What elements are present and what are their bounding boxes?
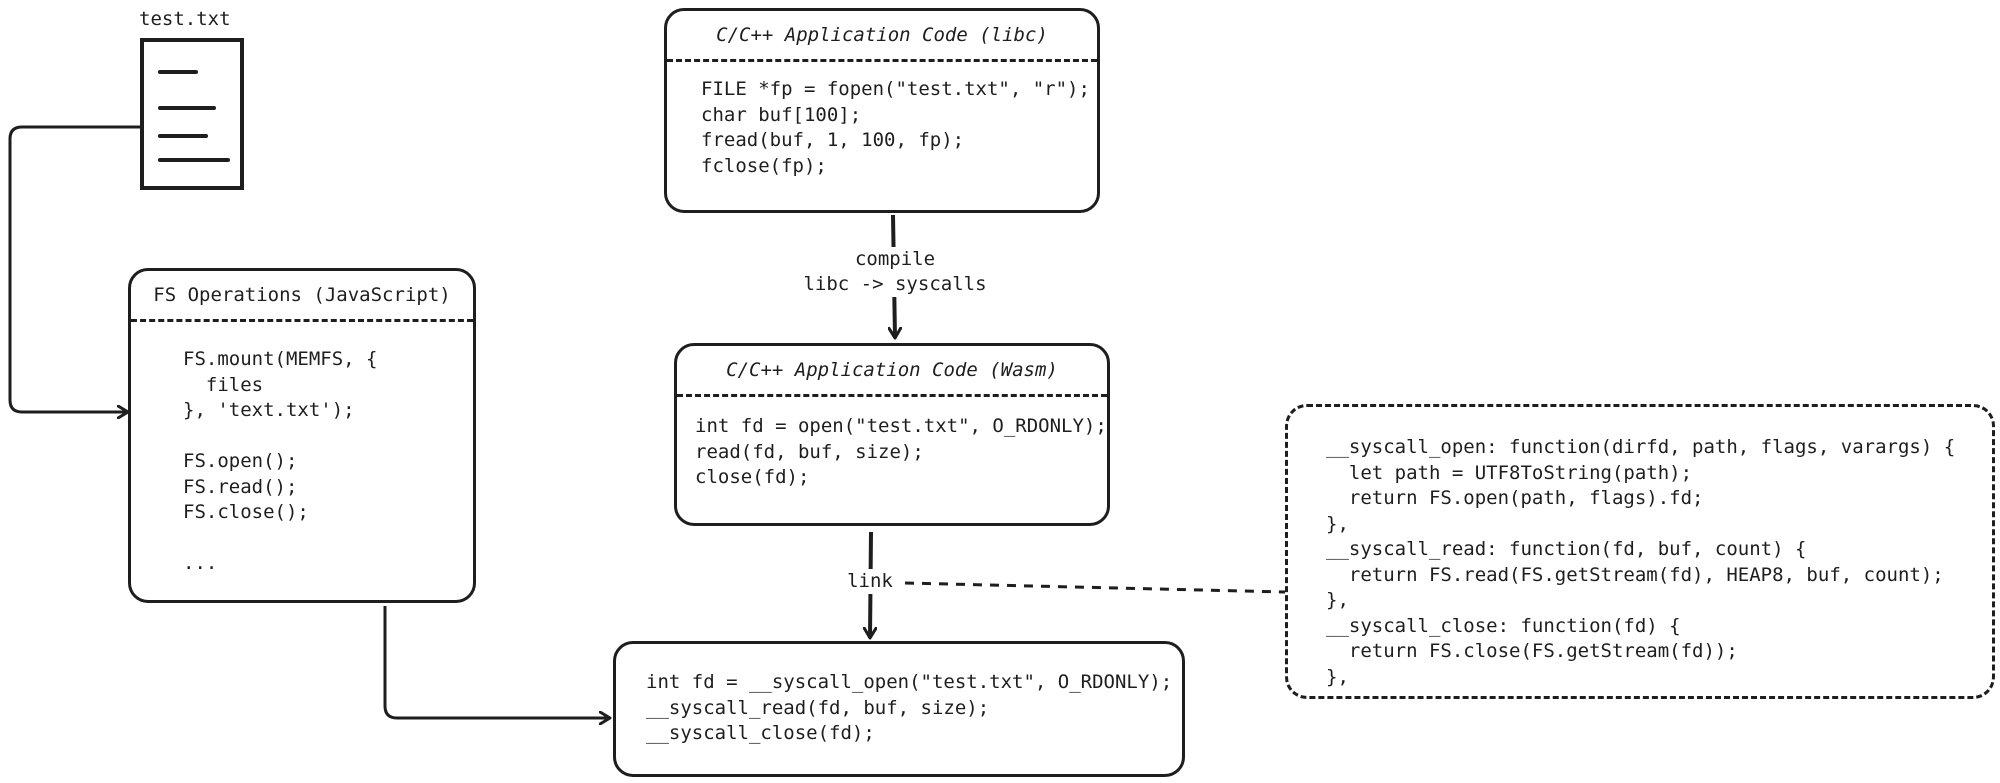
file-icon	[140, 38, 244, 190]
wasm-code-title: C/C++ Application Code (Wasm)	[677, 346, 1107, 397]
syscall-code-block: int fd = __syscall_open("test.txt", O_RD…	[646, 671, 1173, 744]
link-label: link	[842, 569, 898, 594]
libc-code-title: C/C++ Application Code (libc)	[667, 11, 1097, 62]
libc-code-box: C/C++ Application Code (libc) FILE *fp =…	[664, 8, 1100, 213]
fs-operations-box: FS Operations (JavaScript) FS.mount(MEMF…	[128, 268, 476, 603]
syscall-code-box: int fd = __syscall_open("test.txt", O_RD…	[613, 641, 1185, 777]
wasm-code-box: C/C++ Application Code (Wasm) int fd = o…	[674, 343, 1110, 526]
compile-label: compile libc -> syscalls	[800, 247, 990, 297]
link-to-impl-dashed	[904, 581, 1286, 594]
fs-operations-title: FS Operations (JavaScript)	[131, 271, 473, 322]
syscall-js-impl-code: __syscall_open: function(dirfd, path, fl…	[1326, 436, 1956, 688]
fs-operations-code: FS.mount(MEMFS, { files }, 'text.txt'); …	[183, 348, 378, 574]
syscall-js-impl-box: __syscall_open: function(dirfd, path, fl…	[1285, 404, 1995, 699]
wasm-code-block: int fd = open("test.txt", O_RDONLY); rea…	[695, 415, 1107, 488]
fs-to-syscall-arrow	[383, 606, 610, 718]
file-to-fs-arrow	[8, 125, 140, 412]
file-name-label: test.txt	[139, 8, 231, 30]
libc-code-block: FILE *fp = fopen("test.txt", "r"); char …	[701, 78, 1090, 177]
